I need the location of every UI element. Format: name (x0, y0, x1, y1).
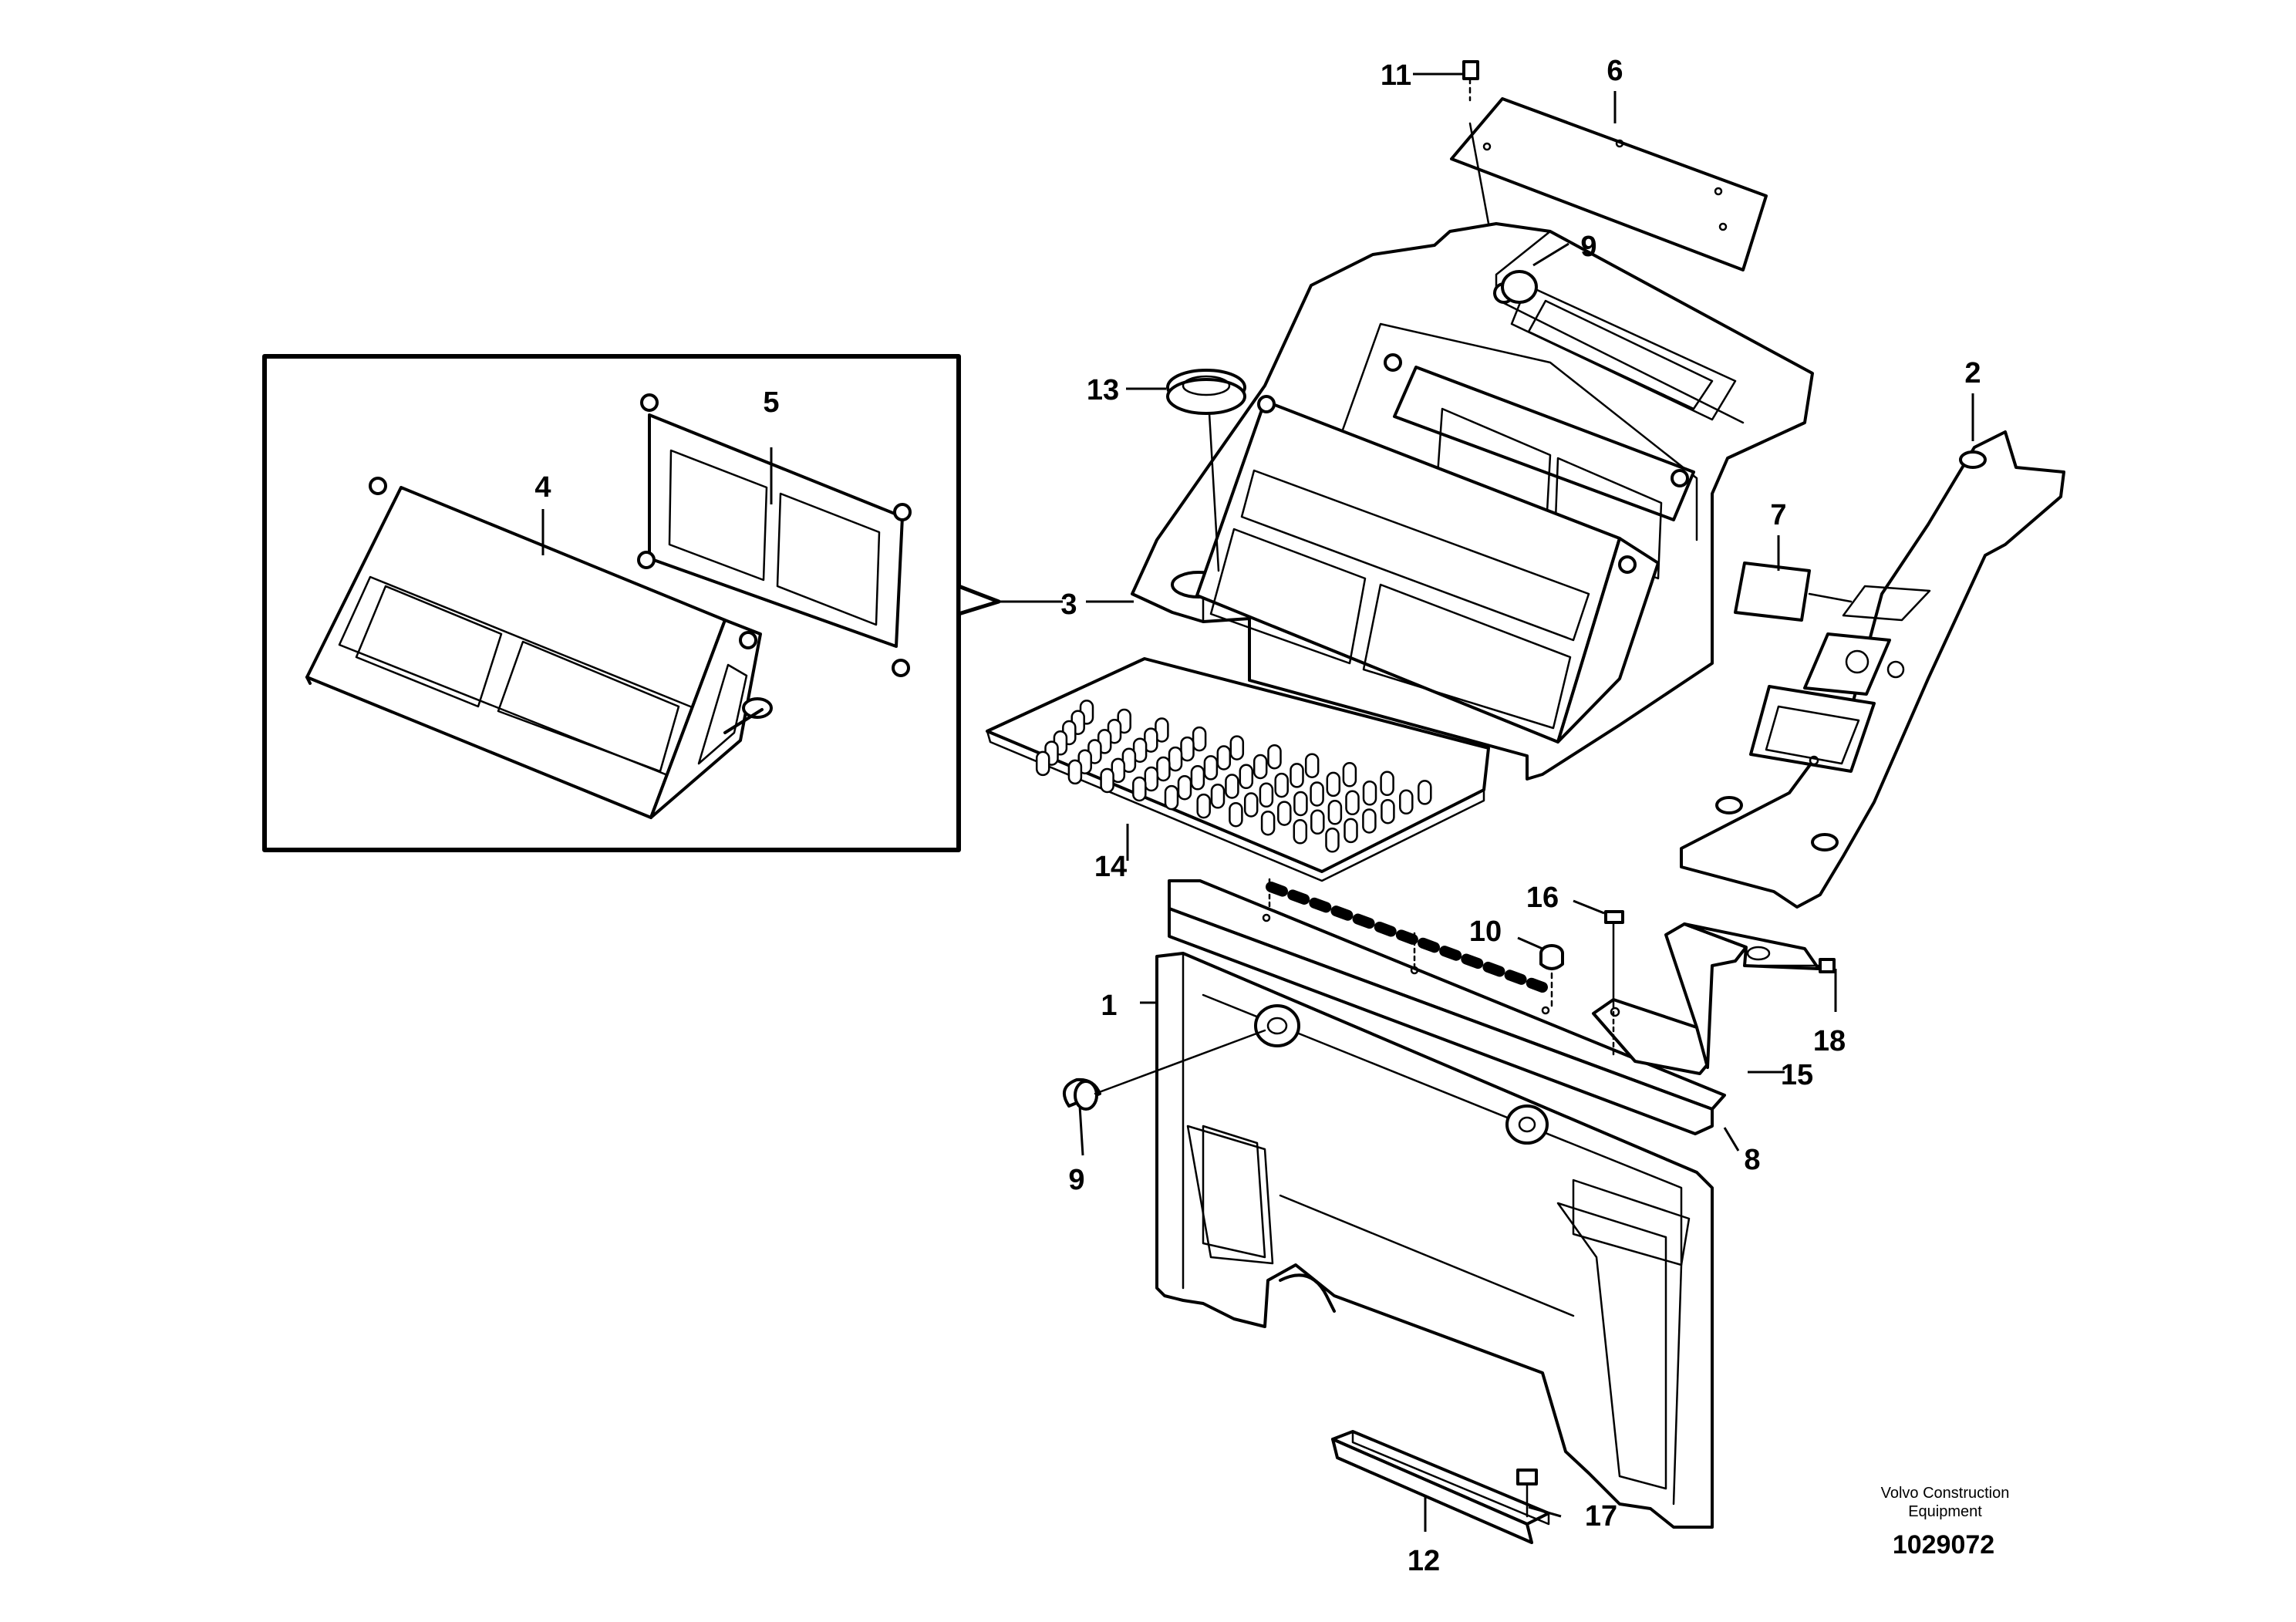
callout-14: 14 (1094, 851, 1127, 883)
mat-stud (1156, 756, 1171, 782)
mat-stud (1260, 810, 1276, 836)
mat-stud (1293, 791, 1308, 817)
floor-mat-studs (1035, 700, 1432, 853)
company-name-line1: Volvo Construction (1881, 1485, 2010, 1502)
footer: Volvo Construction Equipment 1029072 (1881, 1485, 2010, 1560)
leader-lines (541, 73, 1974, 1532)
callout-17: 17 (1585, 1500, 1617, 1533)
detail-inset (262, 354, 1063, 852)
mat-stud (1190, 765, 1205, 791)
mat-stud (1310, 781, 1324, 807)
callout-9-lower: 9 (1068, 1164, 1084, 1196)
mat-stud (1253, 754, 1268, 780)
callout-8: 8 (1744, 1144, 1760, 1176)
company-name-line2: Equipment (1908, 1503, 1982, 1520)
callout-9-upper: 9 (1580, 231, 1596, 263)
part-18-screw (1758, 958, 1836, 973)
part-17-bolt (1516, 1469, 1538, 1518)
mat-stud (1168, 746, 1183, 772)
mat-stud (1342, 762, 1357, 787)
mat-stud (1380, 771, 1394, 797)
mat-stud (1267, 744, 1282, 770)
mat-stud (1132, 776, 1147, 802)
mat-stud (1259, 782, 1274, 808)
mat-stud (1345, 790, 1360, 816)
callout-7: 7 (1770, 499, 1786, 531)
mat-stud (1327, 800, 1343, 825)
part-3-console-housing (1131, 222, 1814, 781)
callout-5: 5 (763, 386, 779, 419)
part-12-trim-strip (1331, 1430, 1550, 1544)
mat-stud (1192, 726, 1207, 752)
mat-stud (1243, 792, 1259, 818)
mat-stud (1210, 784, 1226, 809)
part-15-bracket (1592, 922, 1820, 1075)
mat-stud (1399, 789, 1414, 815)
callout-4: 4 (534, 471, 551, 504)
callout-labels: 1 2 3 4 5 6 7 8 9 9 10 11 12 13 14 15 16… (534, 55, 1981, 1577)
mat-stud (1274, 772, 1289, 798)
callout-1: 1 (1101, 990, 1117, 1022)
mat-stud (1304, 753, 1320, 778)
mat-stud (1310, 809, 1325, 835)
part-9-knob-lower (1062, 1029, 1266, 1111)
part-2-side-panel (1680, 430, 2065, 909)
mat-stud (1325, 828, 1340, 853)
mat-stud (1144, 766, 1159, 792)
part-4-cover-frame (305, 477, 773, 819)
callout-10: 10 (1469, 916, 1502, 948)
part-13-cup-holder (1166, 369, 1246, 572)
part-1-rear-panel (1155, 952, 1714, 1529)
mat-stud (1196, 793, 1211, 819)
document-number: 1029072 (1893, 1530, 1994, 1560)
callout-15: 15 (1781, 1059, 1813, 1091)
callout-13: 13 (1087, 374, 1119, 406)
mat-stud (1225, 774, 1239, 799)
mat-stud (1177, 774, 1192, 801)
callout-16: 16 (1526, 882, 1559, 914)
mat-stud (1344, 818, 1358, 844)
callout-6: 6 (1607, 55, 1623, 87)
mat-stud (1418, 780, 1432, 805)
mat-stud (1239, 764, 1254, 790)
mat-stud (1164, 784, 1179, 811)
mat-stud (1067, 759, 1083, 785)
part-6-top-plate (1450, 97, 1768, 271)
mat-stud (1035, 750, 1050, 777)
part-10-plug (1539, 944, 1564, 1012)
mat-stud (1229, 735, 1245, 760)
callout-11: 11 (1381, 59, 1411, 92)
callout-12: 12 (1408, 1545, 1440, 1577)
mat-stud (1362, 808, 1377, 834)
mat-stud (1203, 755, 1219, 781)
callout-18: 18 (1813, 1025, 1846, 1057)
mat-stud (1229, 801, 1243, 828)
callout-3: 3 (1060, 588, 1077, 621)
mat-stud (1362, 781, 1377, 806)
part-16-bolt (1604, 910, 1624, 1058)
mat-stud (1326, 771, 1341, 798)
mat-stud (1100, 767, 1114, 794)
mat-stud (1180, 736, 1195, 762)
mat-stud (1293, 819, 1308, 845)
part-5-window-frame (637, 393, 912, 677)
callout-2: 2 (1964, 357, 1981, 389)
part-7-label (1734, 561, 1853, 622)
mat-stud (1277, 801, 1292, 826)
mat-stud (1290, 763, 1304, 788)
mat-stud (1381, 798, 1395, 824)
part-8-rail (1168, 879, 1726, 1135)
mat-stud (1216, 745, 1232, 771)
